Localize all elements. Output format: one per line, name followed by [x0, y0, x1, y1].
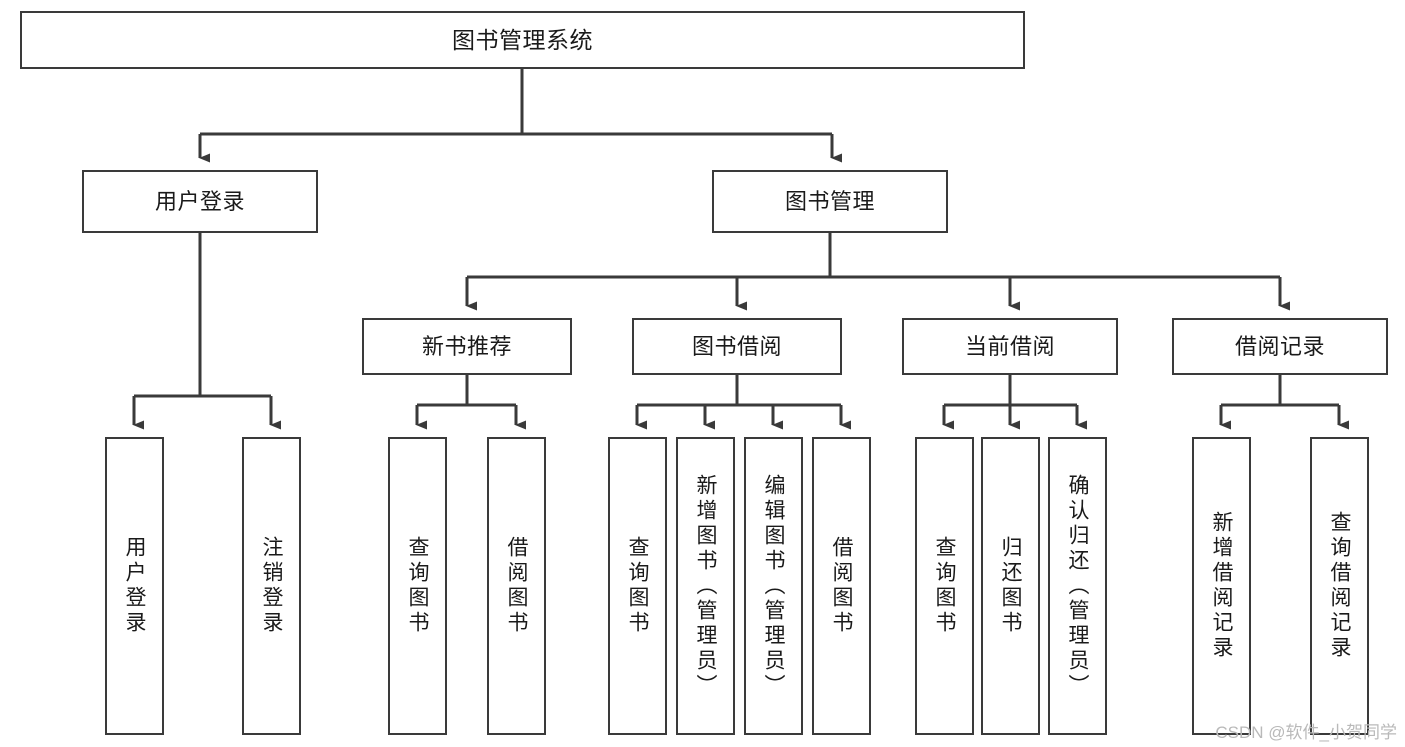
node-book-manage-label: 图书管理	[784, 188, 875, 214]
node-leaf-borrow-book-2[interactable]: 借阅图书	[812, 437, 871, 735]
node-leaf-query-book-2[interactable]: 查询图书	[608, 437, 667, 735]
node-leaf-query-book-3[interactable]: 查询图书	[915, 437, 974, 735]
node-leaf-query-book-3-label: 查询图书	[933, 536, 956, 636]
node-book-manage[interactable]: 图书管理	[712, 170, 948, 233]
node-leaf-borrow-book-1-label: 借阅图书	[505, 536, 528, 636]
node-leaf-query-record-label: 查询借阅记录	[1328, 511, 1351, 661]
node-leaf-confirm-return[interactable]: 确认归还（管理员）	[1048, 437, 1107, 735]
node-new-book-rec[interactable]: 新书推荐	[362, 318, 572, 375]
node-leaf-user-login-label: 用户登录	[123, 536, 146, 636]
node-user-login[interactable]: 用户登录	[82, 170, 318, 233]
node-user-login-label: 用户登录	[154, 188, 245, 214]
node-leaf-return-book[interactable]: 归还图书	[981, 437, 1040, 735]
node-root-label: 图书管理系统	[452, 26, 593, 53]
node-leaf-confirm-return-label: 确认归还（管理员）	[1066, 473, 1089, 699]
node-leaf-user-login[interactable]: 用户登录	[105, 437, 164, 735]
node-leaf-add-book[interactable]: 新增图书（管理员）	[676, 437, 735, 735]
watermark: CSDN @软件_小贺同学	[1215, 723, 1397, 742]
node-leaf-query-book-1[interactable]: 查询图书	[388, 437, 447, 735]
node-leaf-query-record[interactable]: 查询借阅记录	[1310, 437, 1369, 735]
node-leaf-add-book-label: 新增图书（管理员）	[694, 473, 717, 699]
node-leaf-return-book-label: 归还图书	[999, 536, 1022, 636]
node-leaf-borrow-book-1[interactable]: 借阅图书	[487, 437, 546, 735]
node-leaf-query-book-1-label: 查询图书	[406, 536, 429, 636]
node-leaf-query-book-2-label: 查询图书	[626, 536, 649, 636]
node-current-borrow-label: 当前借阅	[964, 333, 1055, 359]
node-current-borrow[interactable]: 当前借阅	[902, 318, 1118, 375]
node-root[interactable]: 图书管理系统	[20, 11, 1025, 69]
node-leaf-add-record[interactable]: 新增借阅记录	[1192, 437, 1251, 735]
node-leaf-edit-book-label: 编辑图书（管理员）	[762, 473, 785, 699]
node-borrow-record[interactable]: 借阅记录	[1172, 318, 1388, 375]
node-new-book-rec-label: 新书推荐	[421, 333, 512, 359]
node-book-borrow[interactable]: 图书借阅	[632, 318, 842, 375]
node-leaf-edit-book[interactable]: 编辑图书（管理员）	[744, 437, 803, 735]
node-leaf-borrow-book-2-label: 借阅图书	[830, 536, 853, 636]
node-leaf-logout[interactable]: 注销登录	[242, 437, 301, 735]
node-leaf-add-record-label: 新增借阅记录	[1210, 511, 1233, 661]
node-book-borrow-label: 图书借阅	[691, 333, 782, 359]
node-borrow-record-label: 借阅记录	[1234, 333, 1325, 359]
node-leaf-logout-label: 注销登录	[260, 536, 283, 636]
